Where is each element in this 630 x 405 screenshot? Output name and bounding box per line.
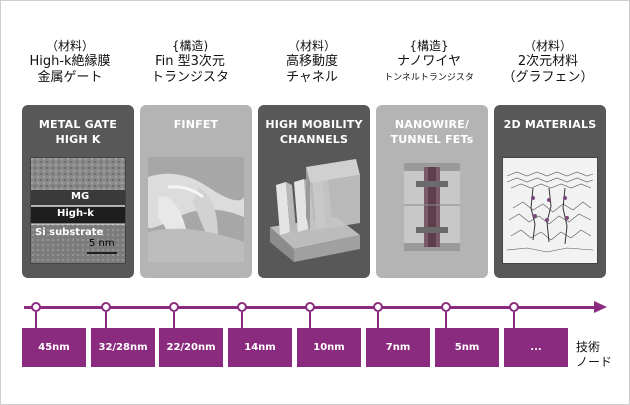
timeline-node-marker <box>305 302 315 312</box>
timeline-node-tick <box>513 312 515 328</box>
finfet-3d-graphic <box>148 157 244 262</box>
tem-cross-section-graphic <box>31 158 125 263</box>
heading-line: チャネル <box>286 70 338 85</box>
timeline-node-marker <box>441 302 451 312</box>
label-mg: MG <box>71 191 90 202</box>
card-title-line: TUNNEL FETs <box>390 133 474 146</box>
graphene-image <box>502 157 598 264</box>
timeline-node-marker <box>237 302 247 312</box>
node-future: ... <box>504 328 568 367</box>
timeline-node-marker <box>31 302 41 312</box>
tem-image: MG High-k Si substrate 5 nm <box>30 157 126 264</box>
node-14nm: 14nm <box>228 328 292 367</box>
heading-line: ナノワイヤ <box>397 54 461 69</box>
heading-line: Fin 型3次元 <box>155 54 225 69</box>
card-title-line: FINFET <box>173 118 219 131</box>
timeline-arrow-icon <box>594 301 607 313</box>
heading-category: （材料） <box>45 39 94 53</box>
heading-line: （グラフェン） <box>502 70 594 85</box>
card-title-line: 2D MATERIALS <box>503 118 597 131</box>
node-7nm: 7nm <box>366 328 430 367</box>
node-32-28nm: 32/28nm <box>91 328 155 367</box>
timeline-node-marker <box>373 302 383 312</box>
card-title: 2D MATERIALS <box>500 117 600 132</box>
nanowire-graphic <box>404 163 460 251</box>
timeline-node-tick <box>241 312 243 328</box>
card-finfet: FINFET <box>140 105 252 278</box>
heading-line: High-k絶縁膜 <box>29 54 111 69</box>
timeline-node-marker <box>169 302 179 312</box>
card-title-line: HIGH K <box>55 133 101 146</box>
timeline-node-tick <box>309 312 311 328</box>
heading-2d-materials: （材料） 2次元材料 （グラフェン） <box>492 38 604 86</box>
node-10nm: 10nm <box>297 328 361 367</box>
card-nanowire: NANOWIRE/ TUNNEL FETs <box>376 105 488 278</box>
card-title-line: CHANNELS <box>279 133 349 146</box>
card-2d-materials: 2D MATERIALS <box>494 105 606 278</box>
axis-label-line: 技術 <box>576 340 601 354</box>
timeline-node-marker <box>101 302 111 312</box>
heading-category: {構造) <box>171 39 209 53</box>
card-title-line: NANOWIRE/ <box>394 118 470 131</box>
channel-image <box>266 157 362 264</box>
card-high-mobility: HIGH MOBILITY CHANNELS <box>258 105 370 278</box>
node-5nm: 5nm <box>435 328 499 367</box>
finfet-image <box>148 157 244 264</box>
axis-label-line: ノード <box>576 355 613 369</box>
graphene-structure-graphic <box>503 158 597 263</box>
node-45nm: 45nm <box>22 328 86 367</box>
timeline-node-marker <box>509 302 519 312</box>
card-title-line: HIGH MOBILITY <box>265 118 363 131</box>
heading-line: 高移動度 <box>285 54 338 69</box>
nanowire-image <box>384 157 480 264</box>
heading-line: 金属ゲート <box>37 70 103 85</box>
heading-nanowire: {構造} ナノワイヤ トンネルトランジスタ <box>373 38 485 86</box>
label-si-substrate: Si substrate <box>35 227 104 238</box>
heading-line: トンネルトランジスタ <box>384 73 474 83</box>
card-title-line: METAL GATE <box>38 118 118 131</box>
heading-line: トランジスタ <box>150 70 229 85</box>
label-scale-bar: 5 nm <box>89 238 115 249</box>
card-title: METAL GATE HIGH K <box>28 117 128 147</box>
card-title: HIGH MOBILITY CHANNELS <box>264 117 364 147</box>
timeline-node-tick <box>105 312 107 328</box>
timeline-node-tick <box>35 312 37 328</box>
card-title: FINFET <box>146 117 246 132</box>
timeline-node-tick <box>173 312 175 328</box>
heading-metal-gate: （材料） High-k絶縁膜 金属ゲート <box>14 38 126 86</box>
heading-finfet: {構造) Fin 型3次元 トランジスタ <box>134 38 246 86</box>
heading-category: {構造} <box>409 39 449 53</box>
heading-category: （材料） <box>287 39 336 53</box>
node-22-20nm: 22/20nm <box>159 328 223 367</box>
timeline-node-tick <box>445 312 447 328</box>
card-metal-gate: METAL GATE HIGH K MG <box>22 105 134 278</box>
timeline-node-tick <box>377 312 379 328</box>
axis-label-tech-node: 技術 ノード <box>576 340 612 370</box>
heading-high-mobility: （材料） 高移動度 チャネル <box>256 38 368 86</box>
label-high-k: High-k <box>57 208 94 219</box>
card-title: NANOWIRE/ TUNNEL FETs <box>382 117 482 147</box>
heading-line: 2次元材料 <box>517 54 579 69</box>
heading-category: （材料） <box>523 39 572 53</box>
multigate-channels-graphic <box>270 159 360 262</box>
